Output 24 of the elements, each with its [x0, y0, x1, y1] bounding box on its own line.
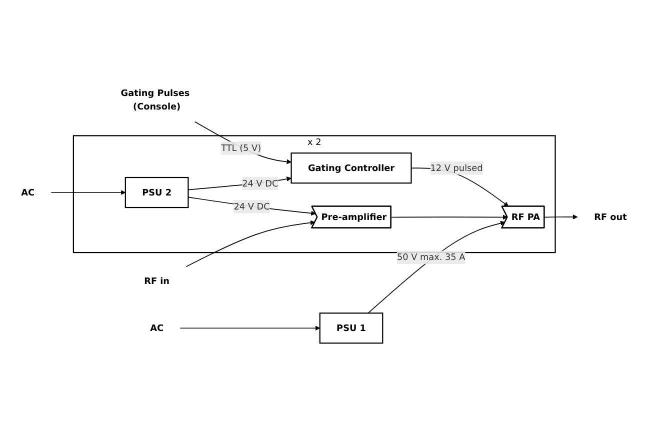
node-text: Gating Pulses (Console) [120, 88, 190, 112]
arrow [50, 190, 126, 195]
arrow [180, 325, 320, 330]
edge-label: 24 V DC [234, 200, 270, 212]
edge-label: 24 V DC [242, 178, 278, 188]
node-text: AC [150, 322, 164, 333]
node-label: x 2 [307, 136, 322, 148]
cluster [72, 134, 556, 253]
arrow [390, 214, 508, 220]
node-box: PSU 2 [124, 176, 189, 208]
node-box: PSU 1 [319, 312, 384, 344]
arrow [186, 220, 316, 267]
edge-label: TTL (5 V) [221, 142, 262, 153]
node-box: Gating Controller [290, 152, 412, 184]
node-text: AC [21, 186, 35, 198]
arrow [188, 176, 292, 190]
edge-label: 12 V pulsed [430, 162, 483, 173]
edge-label: 50 V max. 35 A [396, 251, 466, 262]
arrow [188, 196, 316, 216]
arrow [368, 220, 506, 314]
node-text: RF out [594, 211, 627, 222]
arrow [544, 214, 578, 220]
arrow [194, 121, 292, 164]
node-text: RF in [144, 276, 170, 286]
